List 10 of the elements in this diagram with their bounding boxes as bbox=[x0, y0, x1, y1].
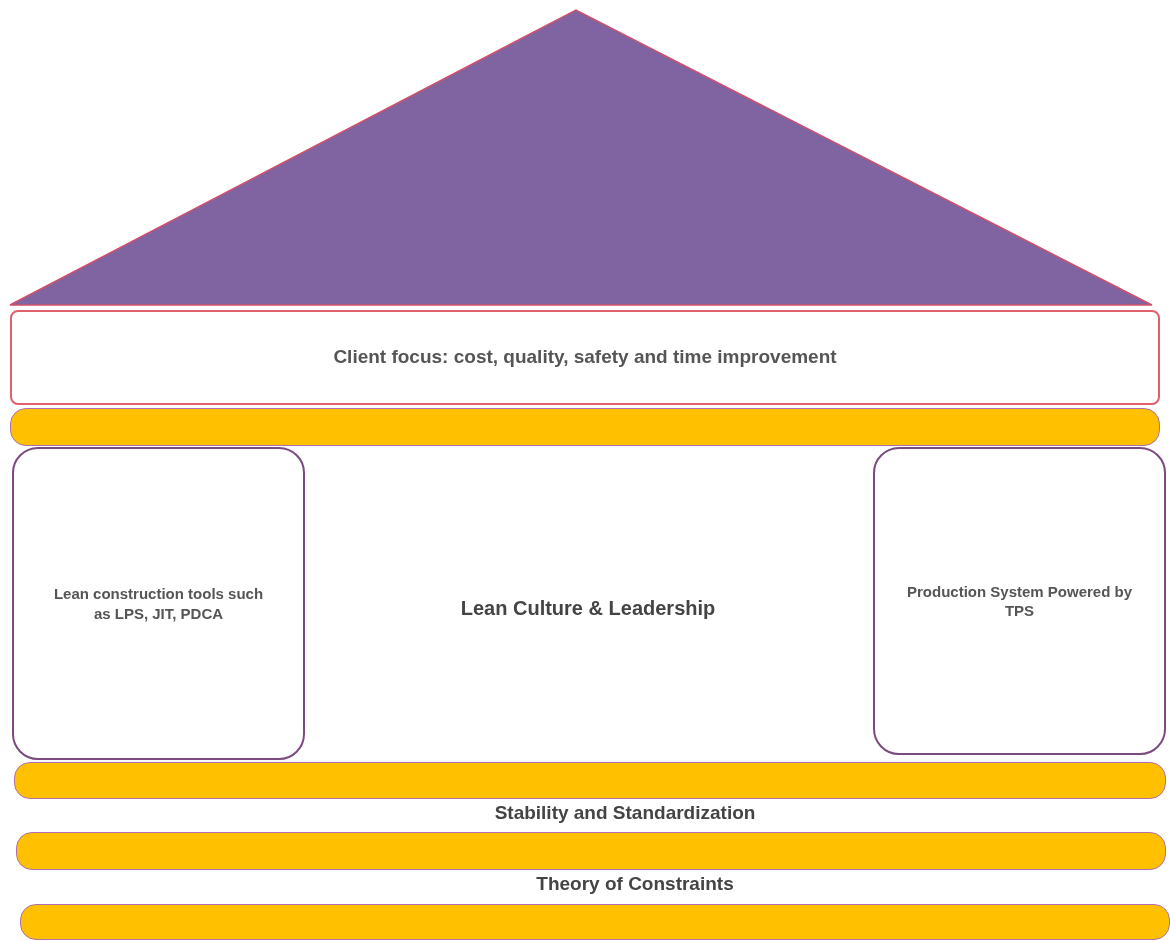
foundation-bar bbox=[14, 762, 1166, 799]
pillar-box: Lean construction tools such as LPS, JIT, PDCA bbox=[12, 447, 305, 760]
foundation-bar bbox=[10, 408, 1160, 446]
pillar-box: Production System Powered by TPS bbox=[873, 447, 1166, 755]
layer-label: Stability and Standardization bbox=[494, 802, 756, 824]
layer-label: Theory of Constraints bbox=[536, 873, 734, 895]
foundation-bar bbox=[20, 904, 1170, 940]
center-label: Lean Culture & Leadership bbox=[460, 596, 716, 620]
beam-box: Client focus: cost, quality, safety and time improvement bbox=[10, 310, 1160, 405]
foundation-bar bbox=[16, 832, 1166, 870]
